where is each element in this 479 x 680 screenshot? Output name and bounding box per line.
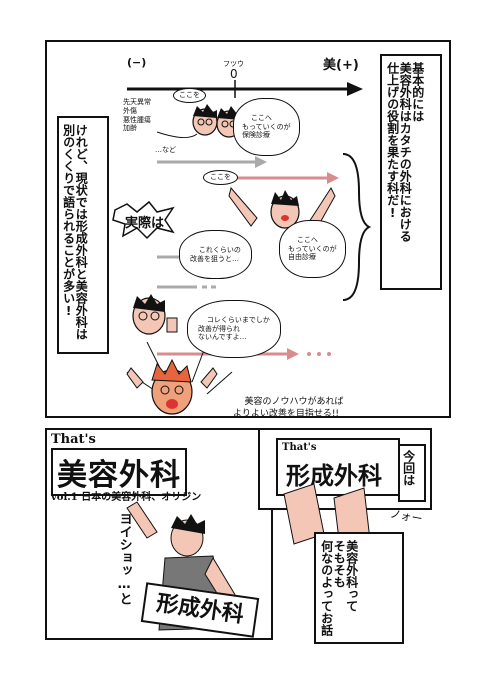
- speech-bubble-hoken: ここへ もっていくのが 保険診療: [233, 98, 300, 156]
- condition-item: 先天異常: [123, 98, 151, 106]
- caption-bottom-right: 美容外科って そもそも 何なのよってお話: [314, 532, 404, 644]
- speech-bubble-limit: コレくらいまでしか 改善が得られ ないんですよ…: [187, 300, 281, 358]
- held-sign-text: 形成外科: [286, 461, 382, 490]
- panel-top: (−) フツウ 0 美(+) 先天異常 外傷 悪性腫瘍 加齢 …など ここを こ…: [45, 40, 451, 419]
- jissai-text: 実際は: [125, 216, 165, 231]
- speech-bubble-jiyu: ここへ もっていくのが 自由診療: [279, 220, 346, 278]
- speech-bubble-text: コレくらいまでしか 改善が得られ ないんですよ…: [198, 315, 270, 342]
- title-text: 美容外科: [57, 458, 181, 493]
- sfx-yoisho: ヨイショッ…と: [116, 512, 132, 605]
- jissai-burst: 実際は: [112, 200, 175, 240]
- character-explaining: [123, 292, 183, 342]
- caption-right-text: 基本的には 美容外科はカタチの外科における 仕上げの役割を果たす科だ!: [385, 62, 425, 242]
- panel-bottom-left: That's 美容外科 vol.1 日本の美容外科、オリジン 形成外科 ヨイショ…: [45, 428, 273, 640]
- speech-bubble-text: これくらいの 改善を狙うと…: [190, 245, 241, 263]
- conditions-more: …など: [155, 146, 176, 154]
- speech-bubble-koko: ここを: [173, 88, 206, 103]
- axis-zero-caption: フツウ: [223, 60, 244, 68]
- caption-right: 基本的には 美容外科はカタチの外科における 仕上げの役割を果たす科だ!: [380, 54, 442, 290]
- character-shouting: [126, 358, 218, 418]
- held-sign-small: That's: [282, 442, 317, 453]
- speech-bubble-text: ここへ もっていくのが 保険診療: [242, 113, 291, 140]
- carried-sign-text: 形成外科: [154, 590, 246, 629]
- condition-item: 悪性腫瘍: [123, 115, 151, 124]
- speech-text: 美容のノウハウがあれば よりよい改善を目指せる!!: [233, 397, 344, 420]
- speech-bubble-improve: これくらいの 改善を狙うと…: [179, 230, 252, 279]
- speech-bubble-koko-2: ここを: [203, 170, 238, 185]
- conditions-list: 先天異常 外傷 悪性腫瘍 加齢: [123, 98, 151, 133]
- title-box: 美容外科: [51, 448, 187, 496]
- character-pointing: [227, 182, 337, 242]
- held-sign: That's 形成外科: [276, 438, 400, 496]
- condition-item: 加齢: [123, 124, 137, 133]
- speech-bubble-text: ここへ もっていくのが 自由診療: [288, 235, 337, 262]
- subtitle: vol.1 日本の美容外科、オリジン: [51, 492, 202, 503]
- caption-konkai-text: 今回は: [401, 450, 416, 486]
- speech-bubble-text: ここを: [179, 91, 200, 99]
- axis-minus-label: (−): [127, 56, 147, 69]
- axis-plus-label: 美(+): [323, 58, 359, 73]
- axis-zero-label: 0: [230, 67, 238, 81]
- speech-bubble-text: ここを: [210, 173, 231, 181]
- bottom-speech-text: 美容のノウハウがあれば よりよい改善を目指せる!!: [233, 384, 343, 433]
- caption-konkai: 今回は: [398, 444, 426, 502]
- title-small: That's: [51, 432, 96, 447]
- caption-left-text: けれど、現状では形成外科と美容外科は 別のくくりで語られることが多い!: [61, 124, 89, 340]
- caption-bottom-right-text: 美容外科って そもそも 何なのよってお話: [319, 540, 359, 636]
- condition-item: 外傷: [123, 106, 137, 115]
- caption-left: けれど、現状では形成外科と美容外科は 別のくくりで語られることが多い!: [57, 116, 109, 354]
